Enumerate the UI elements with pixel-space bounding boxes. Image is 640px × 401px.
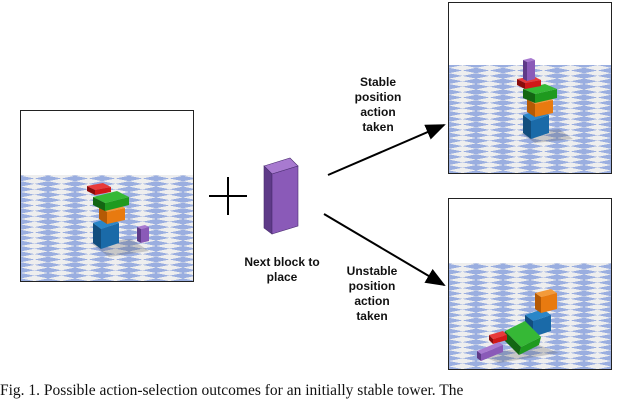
next-block-label: Next block to place [244, 255, 320, 284]
initial-tower-render [20, 110, 194, 282]
plus-icon [209, 177, 247, 215]
arrow-to-unstable-icon [323, 213, 446, 287]
unstable-outcome-render [448, 198, 612, 370]
figure-caption: Fig. 1. Possible action-selection outcom… [0, 382, 464, 399]
unstable-action-label: Unstable position action taken [346, 264, 398, 323]
next-block-icon [263, 157, 299, 235]
stable-action-label: Stable position action taken [354, 75, 402, 134]
stable-outcome-render [448, 2, 612, 174]
arrow-to-stable-icon [327, 124, 446, 176]
